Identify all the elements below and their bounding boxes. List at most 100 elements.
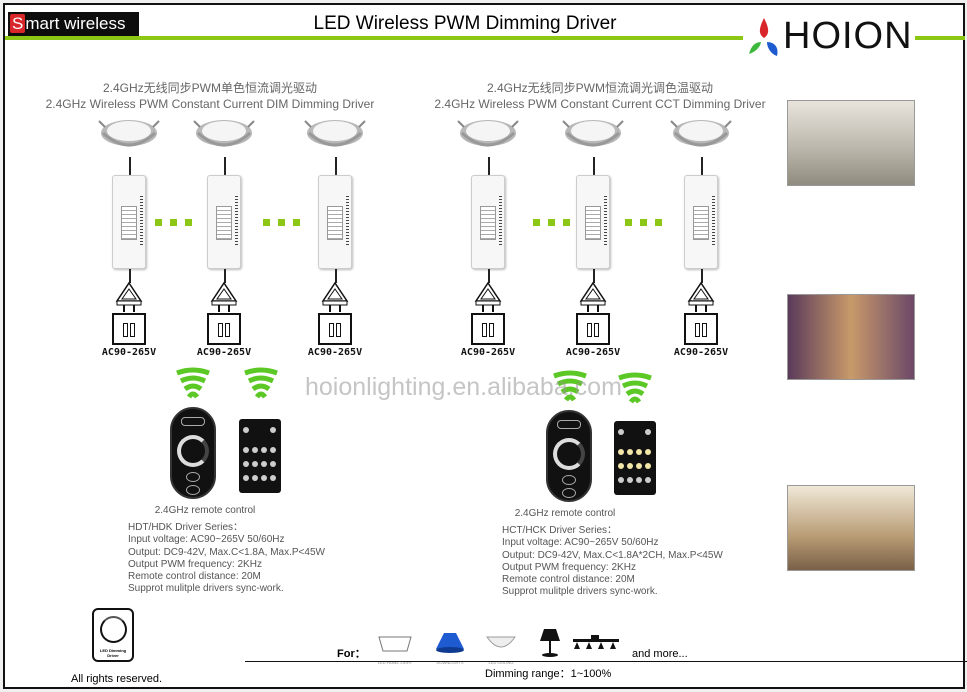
spec-line: HDT/HDK Driver Series：	[128, 522, 244, 533]
remote-key[interactable]	[645, 477, 651, 483]
driver-box	[112, 175, 146, 269]
remote-key[interactable]	[270, 475, 276, 481]
down-button	[562, 488, 576, 498]
power-socket-icon	[576, 313, 610, 345]
remote-key[interactable]	[618, 477, 624, 483]
plug-icon	[210, 281, 238, 313]
remote-key[interactable]	[261, 475, 267, 481]
power-switch-icon	[557, 420, 581, 429]
driver-label	[585, 206, 601, 240]
plug-icon	[687, 281, 715, 313]
remote-key[interactable]	[645, 463, 651, 469]
header-divider	[5, 36, 743, 40]
remote-key[interactable]	[627, 477, 633, 483]
up-button	[562, 475, 576, 485]
power-switch-icon	[181, 417, 205, 426]
sync-dot	[533, 219, 540, 226]
spec-line: Supprot mulitple drivers sync-work.	[128, 583, 284, 595]
dimming-range: Dimming range：1~100%	[485, 668, 612, 680]
remote-key[interactable]	[243, 461, 249, 467]
downlight-icon	[456, 117, 520, 161]
cable	[129, 157, 131, 175]
remote-key[interactable]	[636, 449, 642, 455]
header-divider-right	[915, 36, 965, 40]
remote-key[interactable]	[252, 461, 258, 467]
downlight-icon	[192, 117, 256, 161]
sync-dot	[655, 219, 662, 226]
petal-logo-icon	[749, 18, 778, 56]
remote-key[interactable]	[252, 475, 258, 481]
spec-line: HCT/HCK Driver Series：	[502, 525, 618, 536]
remote-key[interactable]	[243, 427, 249, 433]
cable	[224, 269, 226, 283]
spec-line: Supprot mulitple drivers sync-work.	[502, 586, 658, 598]
sync-dot	[625, 219, 632, 226]
power-socket-icon	[684, 313, 718, 345]
remote-key[interactable]	[270, 461, 276, 467]
remote-key[interactable]	[636, 463, 642, 469]
remote-key[interactable]	[627, 449, 633, 455]
sync-dot	[170, 219, 177, 226]
ceiling-light-icon: LED CEILING	[481, 631, 533, 665]
remote-key[interactable]	[618, 449, 624, 455]
driver-vent	[499, 196, 502, 246]
remote-key[interactable]	[627, 463, 633, 469]
voltage-label: AC90-265V	[196, 347, 252, 358]
voltage-label: AC90-265V	[673, 347, 729, 358]
driver-label	[216, 206, 232, 240]
rights-text: All rights reserved.	[71, 673, 163, 685]
downlight-icon	[303, 117, 367, 161]
driver-box	[207, 175, 241, 269]
cable	[488, 157, 490, 175]
spec-line: Input voltage: AC90~265V 50/60Hz	[128, 534, 285, 546]
touch-remote	[546, 410, 592, 502]
and-more-text: and more...	[632, 648, 688, 660]
page-title: LED Wireless PWM Dimming Driver	[313, 13, 617, 34]
cable	[593, 269, 595, 283]
spec-line: Output PWM frequency: 2KHz	[502, 561, 636, 573]
remote-key[interactable]	[618, 429, 624, 435]
remote-key[interactable]	[645, 449, 651, 455]
cable	[701, 269, 703, 283]
app-label: LED CEILING	[488, 660, 514, 665]
driver-vent	[140, 196, 143, 246]
remote-key[interactable]	[243, 447, 249, 453]
plug-icon	[115, 281, 143, 313]
driver-label	[693, 206, 709, 240]
living-room-photo	[787, 100, 915, 186]
remote-key[interactable]	[261, 461, 267, 467]
remote-key[interactable]	[618, 463, 624, 469]
spec-line: Output PWM frequency: 2KHz	[128, 558, 262, 570]
driver-vent	[712, 196, 715, 246]
driver-label	[121, 206, 137, 240]
remote-key[interactable]	[252, 447, 258, 453]
driver-box	[684, 175, 718, 269]
spec-line: Output: DC9-42V, Max.C<1.8A*2CH, Max.P<4…	[502, 549, 723, 561]
downlight-icon	[561, 117, 625, 161]
power-socket-icon	[318, 313, 352, 345]
power-socket-icon	[471, 313, 505, 345]
cable	[335, 157, 337, 175]
remote-key[interactable]	[261, 447, 267, 453]
panel-light-icon: LED PANEL LIGHT	[375, 631, 427, 665]
app-label: DOWNLIGHTS	[436, 660, 464, 665]
plug-icon	[474, 281, 502, 313]
remote-key[interactable]	[636, 477, 642, 483]
for-label: For：	[337, 648, 366, 660]
remote-key[interactable]	[270, 427, 276, 433]
cable	[488, 269, 490, 283]
cable	[701, 157, 703, 175]
sync-dot	[155, 219, 162, 226]
watermark: hoionlighting.en.alibaba.com	[305, 373, 622, 401]
remote-key[interactable]	[645, 429, 651, 435]
remote-key[interactable]	[243, 475, 249, 481]
spec-line: Remote control distance: 20M	[128, 571, 261, 583]
keypad-remote	[239, 419, 281, 493]
sync-dot	[548, 219, 555, 226]
downlight-icon: DOWNLIGHTS	[430, 631, 482, 665]
remote-key[interactable]	[270, 447, 276, 453]
left-remote-label: 2.4GHz remote control	[154, 505, 256, 516]
driver-label	[480, 206, 496, 240]
